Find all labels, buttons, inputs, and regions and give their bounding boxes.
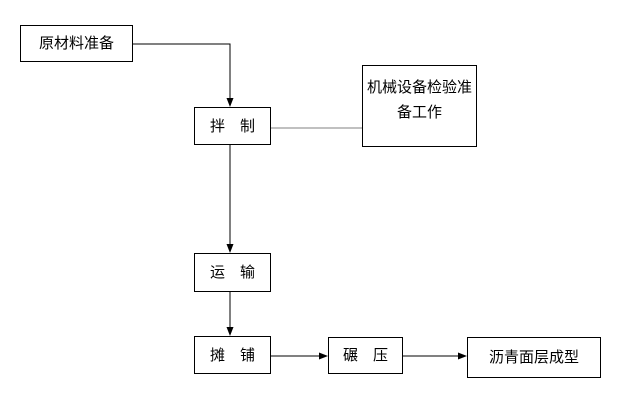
connector-raw-to-mixing-arrowhead-icon	[226, 98, 234, 107]
node-mixing: 拌 制	[194, 107, 271, 145]
node-transport-label: 运 输	[209, 264, 255, 281]
node-equipment-inspection: 机械设备检验准 备工作	[362, 65, 477, 147]
node-rolling: 碾 压	[328, 337, 403, 374]
node-forming-label: 沥青面层成型	[488, 349, 579, 366]
connector-mixing-to-transport-arrowhead-icon	[226, 244, 234, 253]
node-asphalt-surface-forming: 沥青面层成型	[467, 337, 601, 378]
node-mixing-label: 拌 制	[209, 117, 255, 135]
connector-transport-to-paving-arrowhead-icon	[226, 327, 234, 336]
node-rolling-label: 碾 压	[342, 347, 388, 364]
node-equipment-label-line1: 机械设备检验准	[366, 79, 472, 96]
node-raw-material-label: 原材料准备	[38, 35, 114, 52]
node-paving-label: 摊 铺	[209, 346, 255, 364]
node-equipment-label-line2: 备工作	[396, 104, 442, 121]
node-raw-material-preparation: 原材料准备	[20, 25, 133, 62]
connector-paving-to-rolling-arrowhead-icon	[319, 352, 328, 360]
node-transport: 运 输	[194, 253, 271, 292]
connector-rolling-to-forming-arrowhead-icon	[458, 352, 467, 360]
connector-raw-to-mixing	[133, 43, 231, 98]
node-paving: 摊 铺	[194, 336, 271, 374]
